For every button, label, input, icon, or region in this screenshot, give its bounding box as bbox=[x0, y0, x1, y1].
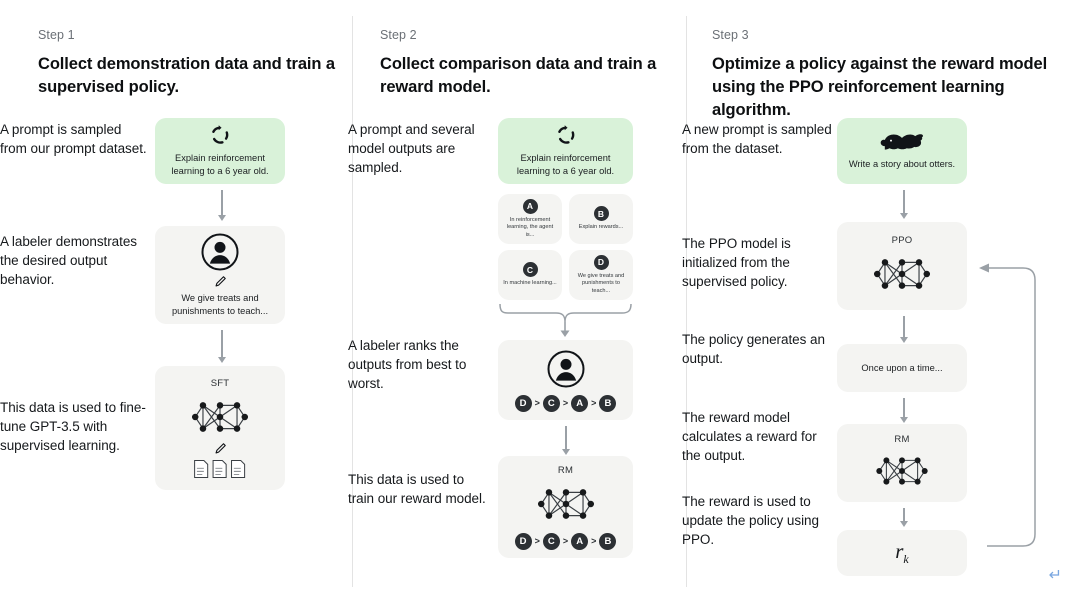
arrow-1-b bbox=[218, 330, 226, 363]
note-1-2: A labeler demonstrates the desired outpu… bbox=[0, 234, 137, 288]
reward-symbol: rk bbox=[895, 539, 909, 567]
output-badge-b: B bbox=[593, 206, 609, 222]
rm-rank-badge-2: C bbox=[542, 532, 560, 550]
note-3-2: The PPO model is initialized from the su… bbox=[682, 236, 791, 290]
output-card-a: A In reinforcement learning, the agent i… bbox=[498, 194, 562, 244]
step-title-1: Collect demonstration data and train a s… bbox=[38, 55, 335, 96]
arrow-3-b bbox=[900, 316, 908, 343]
person-circle-icon bbox=[546, 349, 586, 389]
rm-rank-badge-4: B bbox=[599, 532, 617, 550]
step-label-3: Step 3 bbox=[712, 28, 749, 42]
neural-network-icon bbox=[871, 250, 933, 298]
output-card-d: D We give treats and punishments to teac… bbox=[569, 250, 633, 300]
step-label-1: Step 1 bbox=[38, 28, 75, 42]
enter-return-icon: ↵ bbox=[1048, 567, 1062, 584]
column-step-1: Step 1 Collect demonstration data and tr… bbox=[0, 0, 348, 595]
prompt-card-3-text: Write a story about otters. bbox=[848, 158, 956, 169]
ppo-card-title: PPO bbox=[891, 234, 913, 246]
reward-card: rk bbox=[837, 530, 967, 576]
note-1-1: A prompt is sampled from our prompt data… bbox=[0, 122, 147, 157]
pencil-icon bbox=[213, 275, 227, 289]
rm-rank-badge-1: D bbox=[514, 532, 532, 550]
rm-rank-gt-3: > bbox=[591, 536, 597, 546]
arrow-3-c bbox=[900, 398, 908, 423]
person-circle-icon bbox=[200, 232, 240, 272]
output-badge-d: D bbox=[593, 254, 609, 270]
output-badge-c: C bbox=[522, 262, 538, 278]
note-2-3: This data is used to train our reward mo… bbox=[348, 472, 486, 507]
note-2-2: A labeler ranks the outputs from best to… bbox=[348, 338, 467, 392]
rank-gt-1: > bbox=[534, 398, 540, 408]
note-3-5: The reward is used to update the policy … bbox=[682, 494, 819, 548]
arrow-2-b bbox=[562, 426, 570, 455]
rm-rank-gt-2: > bbox=[562, 536, 569, 546]
arrow-1-a bbox=[218, 190, 226, 221]
step-title-2: Collect comparison data and train a rewa… bbox=[380, 55, 657, 96]
reload-circle-icon bbox=[555, 124, 577, 146]
merge-brace-arrow bbox=[498, 302, 633, 338]
reward-model-card-3: RM bbox=[837, 424, 967, 502]
labeler-card-1: We give treats and punishments to teach.… bbox=[155, 226, 285, 324]
pencil-icon bbox=[213, 442, 227, 456]
rank-badge-3: A bbox=[571, 394, 589, 412]
prompt-card-2: Explain reinforcement learning to a 6 ye… bbox=[498, 118, 633, 184]
prompt-card-2-text: Explain reinforcement learning to a 6 ye… bbox=[516, 153, 615, 176]
output-card-b: B Explain rewards... bbox=[569, 194, 633, 244]
otter-icon bbox=[880, 132, 924, 152]
output-text-d: We give treats and punishments to teach.… bbox=[577, 272, 625, 294]
column-divider-1 bbox=[352, 16, 353, 587]
note-3-1: A new prompt is sampled from the dataset… bbox=[682, 122, 832, 157]
reward-symbol-sub: k bbox=[903, 552, 909, 567]
output-card-c: C In machine learning... bbox=[498, 250, 562, 300]
note-1-3: This data is used to fine-tune GPT-3.5 w… bbox=[0, 400, 146, 454]
rm-rank-gt-1: > bbox=[534, 536, 540, 546]
policy-output-text: Once upon a time... bbox=[861, 362, 943, 373]
neural-network-icon bbox=[189, 393, 251, 441]
labeler-card-1-text: We give treats and punishments to teach.… bbox=[171, 293, 269, 316]
rm-card-title-3: RM bbox=[894, 433, 910, 445]
output-badge-a: A bbox=[522, 198, 538, 214]
feedback-loop-arrow bbox=[965, 256, 1041, 558]
arrow-3-d bbox=[900, 508, 908, 527]
reward-symbol-base: r bbox=[895, 538, 904, 563]
output-text-b: Explain rewards... bbox=[578, 224, 624, 231]
output-text-c: In machine learning... bbox=[503, 280, 557, 287]
rank-gt-3: > bbox=[591, 398, 597, 408]
rank-badge-2: C bbox=[542, 394, 560, 412]
policy-output-card: Once upon a time... bbox=[837, 344, 967, 392]
three-documents-icon bbox=[192, 459, 248, 479]
sft-card-title: SFT bbox=[210, 377, 230, 389]
rank-badge-4: B bbox=[599, 394, 617, 412]
reward-model-card-2: RM D > C > A bbox=[498, 456, 633, 558]
rank-badge-1: D bbox=[514, 394, 532, 412]
prompt-card-1: Explain reinforcement learning to a 6 ye… bbox=[155, 118, 285, 184]
rank-gt-2: > bbox=[562, 398, 569, 408]
column-step-2: Step 2 Collect comparison data and train… bbox=[348, 0, 682, 595]
reload-circle-icon bbox=[209, 124, 231, 146]
note-3-3: The policy generates an output. bbox=[682, 332, 825, 367]
rm-rank-badge-3: A bbox=[571, 532, 589, 550]
ranking-card: D > C > A > B bbox=[498, 340, 633, 420]
column-divider-2 bbox=[686, 16, 687, 587]
note-2-1: A prompt and several model outputs are s… bbox=[348, 122, 475, 176]
prompt-card-3: Write a story about otters. bbox=[837, 118, 967, 184]
step-label-2: Step 2 bbox=[380, 28, 417, 42]
neural-network-icon bbox=[873, 449, 931, 493]
step-title-3: Optimize a policy against the reward mod… bbox=[712, 55, 1048, 119]
sft-card: SFT bbox=[155, 366, 285, 490]
note-3-4: The reward model calculates a reward for… bbox=[682, 410, 817, 464]
arrow-3-a bbox=[900, 190, 908, 219]
ppo-card: PPO bbox=[837, 222, 967, 310]
output-text-a: In reinforcement learning, the agent is.… bbox=[506, 216, 554, 238]
column-step-3: Step 3 Optimize a policy against the rew… bbox=[682, 0, 1080, 595]
prompt-card-1-text: Explain reinforcement learning to a 6 ye… bbox=[171, 153, 269, 176]
ranking-row-rm: D > C > A > B bbox=[514, 532, 617, 550]
neural-network-icon bbox=[535, 480, 597, 528]
rm-card-title-2: RM bbox=[557, 464, 574, 476]
ranking-row: D > C > A > B bbox=[514, 394, 617, 412]
